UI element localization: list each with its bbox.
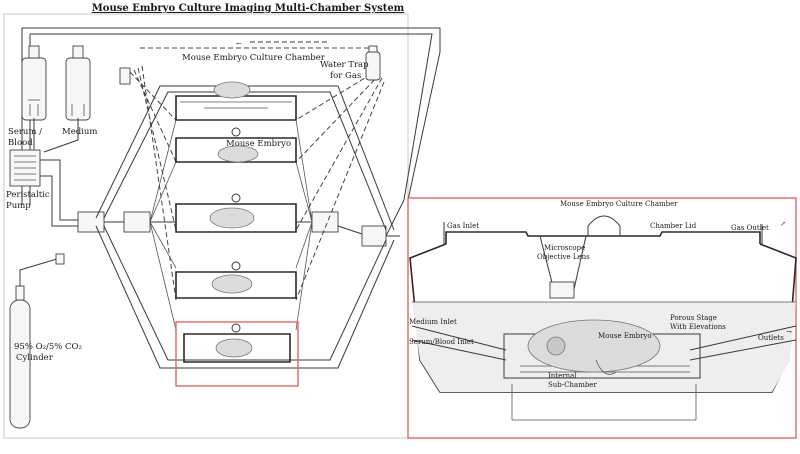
chamber-lid bbox=[445, 231, 761, 244]
left-manifold bbox=[77, 211, 105, 233]
outlet-tubes bbox=[689, 325, 797, 361]
peristaltic-pump bbox=[9, 149, 41, 187]
medium-label: Medium bbox=[62, 127, 97, 137]
left-chamber-label: Mouse Embryo Culture Chamber bbox=[182, 53, 326, 63]
serum-bottle bbox=[21, 45, 47, 121]
medium-to-pump-tube bbox=[43, 118, 79, 153]
serum-label-2: Blood bbox=[8, 138, 33, 148]
cylinder-label-2: Cylinder bbox=[16, 353, 54, 363]
highlight-box bbox=[175, 321, 299, 387]
gas-lines-right bbox=[295, 69, 385, 301]
outer-tube-loop-inner bbox=[30, 33, 433, 201]
lens-label-2: Objective Lens bbox=[537, 253, 590, 261]
medium-bottle bbox=[65, 45, 91, 121]
detail-chamber-label: Mouse Embryo Culture Chamber bbox=[560, 200, 678, 208]
objective-lens bbox=[539, 235, 587, 299]
inlet-tubes bbox=[411, 325, 507, 361]
sub-chamber-label-2: Sub-Chamber bbox=[548, 381, 597, 389]
gas-lines-left bbox=[129, 65, 177, 301]
pump-label-2: Pump bbox=[6, 201, 31, 211]
svg-text:↗: ↗ bbox=[780, 220, 786, 228]
chamber-lid-label: Chamber Lid bbox=[650, 222, 697, 230]
lid-posts bbox=[443, 222, 763, 244]
chamber-5 bbox=[183, 323, 291, 363]
gas-cylinder bbox=[9, 253, 65, 429]
hex-frame-bottom-outer bbox=[95, 225, 395, 369]
water-trap bbox=[365, 45, 381, 81]
chamber-4 bbox=[175, 261, 297, 299]
gas-inlet-fitting bbox=[119, 67, 131, 85]
right-manifold-2 bbox=[361, 225, 387, 247]
svg-text:→: → bbox=[786, 328, 792, 336]
pump-outlet-tube-2 bbox=[40, 175, 82, 227]
hex-frame-bottom bbox=[103, 225, 387, 361]
chamber-1 bbox=[175, 81, 297, 121]
detail-panel: Mouse Embryo Culture Chamber Gas Inlet C… bbox=[407, 197, 797, 439]
detail-embryo bbox=[527, 319, 661, 375]
left-panel: Mouse Embryo Culture Imaging Multi-Chamb… bbox=[3, 3, 441, 439]
diagram-title: Mouse Embryo Culture Imaging Multi-Chamb… bbox=[92, 3, 405, 14]
left-embryo-label: Mouse Embryo bbox=[226, 139, 291, 149]
stage-label-1: Porous Stage bbox=[670, 314, 717, 322]
feed-lines-right bbox=[295, 119, 313, 331]
gas-inlet-label: Gas Inlet bbox=[447, 222, 479, 230]
water-trap-label-1: Water Trap bbox=[320, 60, 369, 70]
right-manifold bbox=[311, 211, 339, 233]
svg-text:←: ← bbox=[236, 40, 242, 48]
chamber-2 bbox=[175, 127, 297, 163]
lid-handle bbox=[587, 215, 621, 236]
pump-label-1: Peristaltic bbox=[6, 190, 50, 200]
sub-chamber-base bbox=[511, 384, 697, 421]
chamber-3 bbox=[175, 193, 297, 233]
feed-lines-left bbox=[149, 119, 177, 331]
return-tube bbox=[385, 199, 405, 237]
sub-chamber-label-1: Internal bbox=[548, 372, 577, 380]
detail-embryo-label: Mouse Embryo bbox=[598, 332, 652, 340]
water-trap-label-2: for Gas bbox=[330, 71, 361, 81]
medium-inlet-label: Medium Inlet bbox=[409, 318, 457, 326]
pump-outlet-tube bbox=[40, 159, 82, 221]
outlets-label: Outlets bbox=[758, 334, 784, 342]
stage-label-2: With Elevations bbox=[670, 323, 726, 331]
outer-tube-loop bbox=[22, 27, 441, 201]
gas-outlet-label: Gas Outlet bbox=[731, 224, 769, 232]
hex-frame-top-outer bbox=[95, 85, 395, 231]
cylinder-label-1: 95% O₂/5% CO₂ bbox=[14, 342, 82, 352]
manifold-tubes bbox=[104, 221, 400, 237]
left-manifold-2 bbox=[123, 211, 151, 233]
serum-label-1: Serum / bbox=[8, 127, 42, 137]
serum-inlet-label: Serum/Blood Inlet bbox=[409, 338, 474, 346]
lens-label-1: Microscope bbox=[544, 244, 585, 252]
